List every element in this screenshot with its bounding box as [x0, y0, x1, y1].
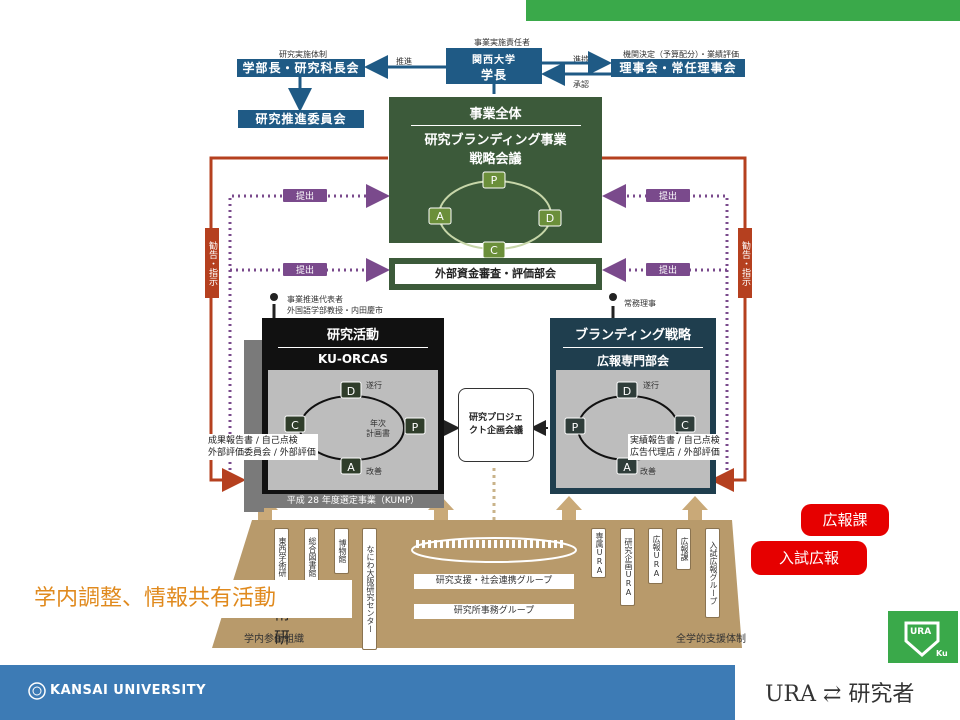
- branding-execute-label: 遂行: [643, 381, 659, 390]
- strategy-cycle-p: P: [490, 174, 498, 187]
- branding-cycle: [564, 381, 696, 475]
- branding-cycle-c: C: [681, 419, 689, 432]
- left-footer-label: 学内参画組織: [244, 634, 304, 645]
- branding-title: ブランディング戦略: [574, 328, 692, 343]
- ura-logo-sub: Ku: [936, 649, 948, 658]
- branding-subtitle: 広報専門部会: [596, 354, 669, 368]
- strategy-title-1: 研究ブランディング事業: [424, 133, 567, 148]
- pr-section-callout: 広報課: [801, 504, 889, 536]
- org-pill-right-0: 専属URA: [591, 528, 606, 578]
- university-name: KANSAI UNIVERSITY: [50, 683, 207, 698]
- submit-label-left-bottom: 提出: [283, 263, 327, 276]
- director-person-icon: [609, 293, 617, 301]
- research-caption: 研究実施体制: [279, 50, 327, 59]
- submit-label-right-bottom: 提出: [646, 263, 690, 276]
- internal-coordination-caption: 学内調整、情報共有活動: [22, 580, 352, 618]
- board-box: 理事会・常任理事会: [611, 59, 745, 77]
- branding-report-1: 実績報告書 / 自己点検: [630, 436, 720, 446]
- org-pill-right-3: 広報課: [676, 528, 691, 570]
- org-pill-right-4: 入試広報グループ: [705, 528, 720, 618]
- recommend-label-left: 勧告・指示: [205, 228, 219, 298]
- deans-council-box: 学部長・研究科長会議: [237, 59, 365, 93]
- exec-caption: 事業実施責任者: [474, 38, 530, 47]
- progress-label: 進捗: [573, 55, 589, 64]
- research-cycle-p: P: [411, 421, 419, 434]
- rep-caption-1: 事業推進代表者: [287, 295, 343, 304]
- header-accent-bar: [526, 0, 960, 21]
- strategy-header: 事業全体: [469, 107, 522, 122]
- research-cycle-a: A: [347, 461, 355, 474]
- research-rule: [278, 347, 428, 348]
- strategy-meeting-box: 事業全体 研究ブランディング事業 戦略会議: [389, 97, 602, 243]
- research-execute-label: 遂行: [366, 381, 382, 390]
- strategy-cycle-a: A: [436, 210, 444, 223]
- research-cycle: [284, 381, 426, 475]
- branding-cycle-p: P: [571, 421, 579, 434]
- research-plan-label-1: 年次: [370, 419, 386, 428]
- branding-rule: [563, 347, 703, 348]
- university-label: 関西大学: [472, 55, 516, 66]
- org-pill-left-1: 総合図書館: [304, 528, 319, 586]
- promote-label: 推進: [396, 57, 412, 66]
- branding-report: 実績報告書 / 自己点検 広告代理店 / 外部評価: [628, 434, 722, 460]
- footer-bar: [0, 665, 735, 720]
- research-subtitle: KU-ORCAS: [318, 352, 388, 366]
- research-report-2: 外部評価委員会 / 外部評価: [208, 448, 316, 458]
- president-box: 関西大学 学長: [446, 48, 542, 84]
- project-meeting-label: 研究プロジェクト企画会議: [468, 413, 523, 436]
- evaluation-label: 外部資金審査・評価部会: [395, 264, 596, 284]
- branding-improve-label: 改善: [640, 467, 656, 476]
- governance-caption: 機関決定（予算配分）・業績評価: [623, 50, 739, 59]
- approval-label: 承認: [573, 80, 589, 89]
- admissions-pr-callout: 入試広報: [751, 541, 867, 575]
- org-pill-left-0: 東西学術研: [274, 528, 289, 586]
- president-label: 学長: [480, 68, 507, 82]
- branding-report-2: 広告代理店 / 外部評価: [630, 448, 720, 458]
- research-cycle-c: C: [291, 419, 299, 432]
- group2-label: 研究所事務グループ: [414, 604, 574, 619]
- strategy-rule: [410, 125, 581, 126]
- project-meeting-box: 研究プロジェクト企画会議: [458, 388, 534, 462]
- strategy-title-2: 戦略会議: [469, 152, 522, 167]
- recommend-label-right: 勧告・指示: [738, 228, 752, 298]
- org-pill-left-2: 博物館: [334, 528, 349, 574]
- research-report: 成果報告書 / 自己点検 外部評価委員会 / 外部評価: [206, 434, 318, 460]
- research-plan-label-2: 計画書: [366, 429, 390, 438]
- research-title: 研究活動: [326, 328, 379, 343]
- promotion-committee-box: 研究推進委員会: [238, 110, 364, 128]
- research-shadow: [244, 340, 264, 512]
- research-improve-label: 改善: [366, 467, 382, 476]
- strategy-cycle-d: D: [545, 212, 555, 225]
- group1-label: 研究支援・社会連携グループ: [414, 574, 574, 589]
- right-footer-label: 全学的支援体制: [676, 634, 746, 645]
- director-caption: 常務理事: [624, 299, 656, 308]
- ura-logo-text: URA: [910, 627, 932, 637]
- branding-cycle-a: A: [623, 461, 631, 474]
- strategy-cycle: [428, 171, 562, 259]
- research-cycle-d: D: [346, 385, 356, 398]
- internal-people-icon: [416, 540, 566, 548]
- submit-label-right-top: 提出: [646, 189, 690, 202]
- research-report-1: 成果報告書 / 自己点検: [208, 436, 298, 446]
- branding-cycle-d: D: [622, 385, 632, 398]
- ura-researcher-label: URA ⇄ 研究者: [765, 682, 915, 707]
- ura-shield-icon: [904, 621, 940, 657]
- submit-label-left-top: 提出: [283, 189, 327, 202]
- evaluation-subcommittee: 外部資金審査・評価部会: [389, 258, 602, 290]
- org-pill-left-3: なにわ大阪研究センター: [362, 528, 377, 650]
- org-pill-right-2: 広報URA: [648, 528, 663, 584]
- rep-person-icon: [270, 293, 278, 301]
- ura-logo: URA Ku: [888, 611, 958, 663]
- rep-caption-2: 外国語学部教授・内田慶市: [287, 306, 383, 315]
- strategy-cycle-c: C: [490, 244, 498, 257]
- kump-label: 平成 28 年度選定事業（KUMP）: [262, 494, 444, 508]
- org-pill-right-1: 研究企画URA: [620, 528, 635, 606]
- university-seal-icon: [28, 682, 46, 700]
